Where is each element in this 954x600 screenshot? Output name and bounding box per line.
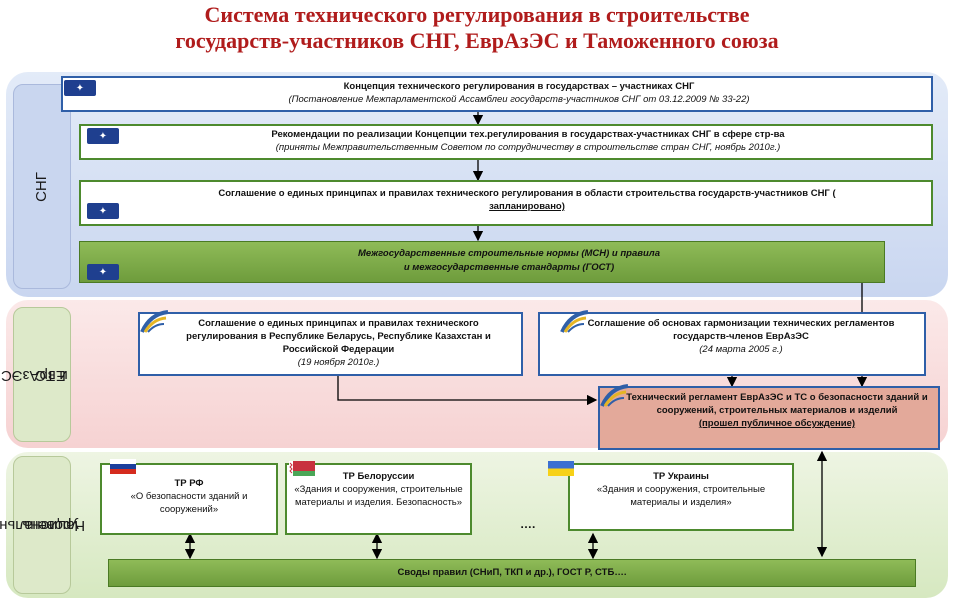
page-title-line2: государств-участников СНГ, ЕврАзЭС и Там… [175, 28, 779, 53]
eaes-agreement-2005-note: (24 марта 2005 г.) [699, 344, 783, 355]
cis-emblem-icon: ✦ [87, 128, 119, 144]
cis-emblem-icon: ✦ [64, 80, 96, 96]
eaes-tr-text: Технический регламент ЕврАзЭС и ТС о без… [626, 392, 928, 416]
section-label-cis: СНГ [13, 84, 71, 289]
national-tr-belarus-text: «Здания и сооружения, строительные матер… [294, 484, 463, 508]
national-tr-ukraine-title: ТР Украины [653, 471, 709, 482]
cis-agreement-box: Соглашение о единых принципах и правилах… [79, 180, 933, 226]
national-tr-belarus-box: ТР Белоруссии «Здания и сооружения, стро… [285, 463, 472, 535]
eaes-agreement-2010-text: Соглашение о единых принципах и правилах… [186, 318, 491, 355]
russia-flag-icon [110, 459, 136, 474]
national-tr-ukraine-box: ТР Украины «Здания и сооружения, строите… [568, 463, 794, 531]
more-countries-ellipsis: …. [520, 517, 536, 531]
cis-concept-note: (Постановление Межпарламентской Ассамбле… [288, 94, 750, 105]
eaes-agreement-2010-box: Соглашение о единых принципах и правилах… [138, 312, 523, 376]
cis-recommendations-title: Рекомендации по реализации Концепции тех… [271, 129, 785, 140]
belarus-flag-icon [289, 461, 315, 476]
cis-concept-title: Концепция технического регулирования в г… [343, 81, 695, 92]
eaes-agreement-2005-text: Соглашение об основах гармонизации техни… [587, 318, 895, 342]
cis-agreement-line1: Соглашение о единых принципах и правилах… [218, 188, 836, 199]
national-tr-russia-box: ТР РФ «О безопасности зданий и сооружени… [100, 463, 278, 535]
cis-emblem-icon: ✦ [87, 203, 119, 219]
eaes-logo-icon [560, 310, 589, 333]
codes-of-practice-text: Своды правил (СНиП, ТКП и др.), ГОСТ Р, … [397, 567, 627, 578]
cis-agreement-line2: запланировано) [489, 201, 565, 212]
codes-of-practice-bar: Своды правил (СНиП, ТКП и др.), ГОСТ Р, … [108, 559, 916, 587]
eaes-technical-regulation-box: Технический регламент ЕврАзЭС и ТС о без… [598, 386, 940, 450]
eaes-logo-icon [140, 310, 169, 333]
cis-interstate-norms-box: Межгосударственные строительные нормы (М… [79, 241, 885, 283]
cis-norms-line2: и межгосударственные стандарты (ГОСТ) [403, 262, 615, 273]
national-tr-russia-text: «О безопасности зданий и сооружений» [130, 491, 248, 515]
national-tr-russia-title: ТР РФ [174, 478, 204, 489]
eaes-agreement-2010-note: (19 ноября 2010г.) [297, 357, 380, 368]
cis-concept-box: Концепция технического регулирования в г… [61, 76, 933, 112]
cis-emblem-icon: ✦ [87, 264, 119, 280]
cis-norms-line1: Межгосударственные строительные нормы (М… [358, 248, 660, 259]
cis-recommendations-note: (приняты Межправительственным Советом по… [275, 142, 781, 153]
cis-recommendations-box: Рекомендации по реализации Концепции тех… [79, 124, 933, 160]
eaes-agreement-2005-box: Соглашение об основах гармонизации техни… [538, 312, 926, 376]
ukraine-flag-icon [548, 461, 574, 476]
section-label-national: Национальныйуровень [0, 456, 86, 594]
page-title-line1: Система технического регулирования в стр… [204, 2, 750, 27]
national-tr-ukraine-text: «Здания и сооружения, строительные матер… [596, 484, 766, 508]
eaes-logo-icon [600, 384, 629, 407]
eaes-tr-note: (прошел публичное обсуждение) [698, 418, 856, 429]
national-tr-belarus-title: ТР Белоруссии [342, 471, 415, 482]
